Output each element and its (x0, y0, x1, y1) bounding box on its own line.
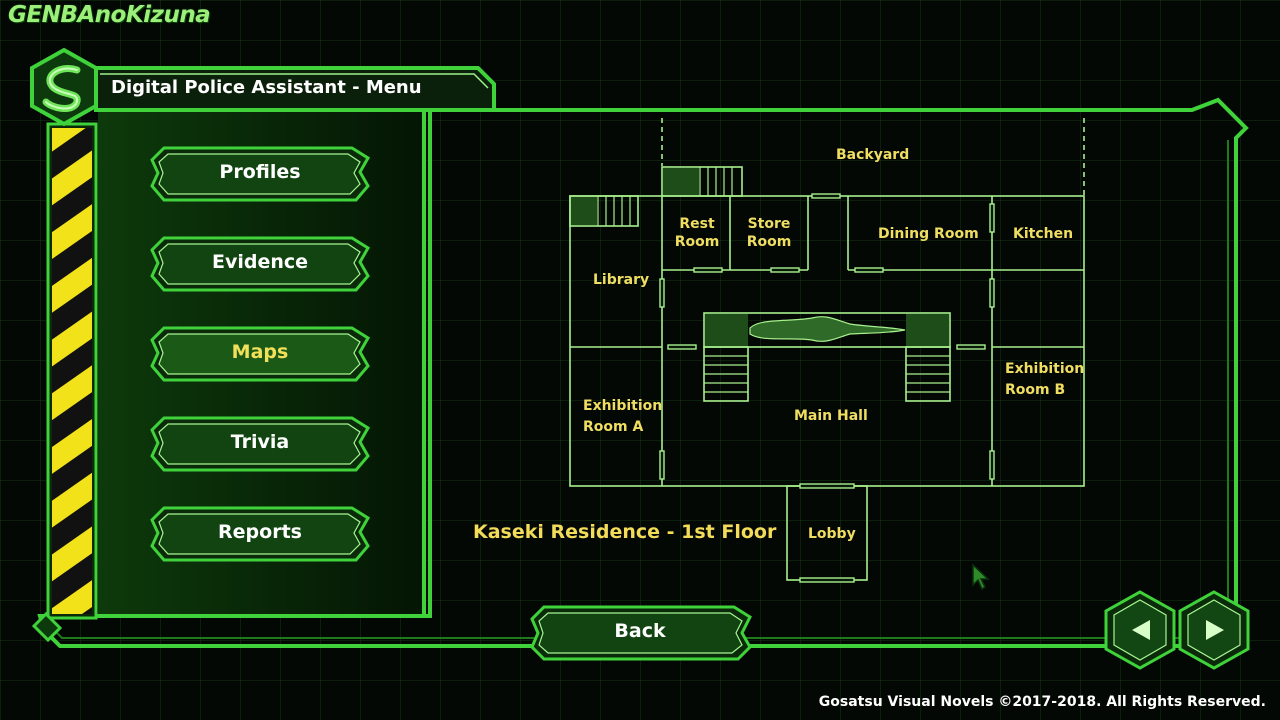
menu-item-label: Profiles (219, 161, 301, 183)
room-label-lobby: Lobby (808, 526, 856, 542)
room-label-main-hall: Main Hall (794, 408, 868, 424)
menu-item-label: Reports (218, 521, 302, 543)
hazard-stripe (52, 128, 92, 614)
game-logo: GENBAnoKizuna (8, 2, 211, 28)
maps-button[interactable]: Maps (150, 326, 371, 382)
room-label-library: Library (593, 272, 650, 288)
map-floor-caption: Kaseki Residence - 1st Floor (473, 521, 777, 543)
button-frame (150, 506, 371, 562)
room-label-line: Exhibition (1005, 361, 1085, 377)
back-button[interactable]: Back (530, 603, 752, 661)
next-page-button[interactable] (1178, 590, 1250, 670)
serpent-s-icon (30, 47, 98, 127)
room-label-line: Rest (679, 216, 715, 232)
menu-item-label: Trivia (230, 431, 290, 453)
evidence-button[interactable]: Evidence (150, 236, 371, 292)
room-label-exhibition-room-a: Exhibition Room A (583, 396, 662, 438)
header-title: Digital Police Assistant - Menu (111, 77, 422, 98)
room-label-backyard: Backyard (836, 147, 910, 163)
room-label-line: Room (746, 234, 792, 250)
button-frame (150, 326, 371, 382)
back-button-label: Back (614, 620, 666, 642)
fossil-skeleton-icon (749, 316, 906, 342)
room-label-line: Store (747, 216, 791, 232)
copyright-text: Gosatsu Visual Novels ©2017-2018. All Ri… (818, 694, 1266, 710)
room-label-line: Room (674, 234, 720, 250)
room-label-line: Exhibition (583, 398, 663, 414)
triangle-right-icon (1178, 590, 1250, 670)
room-label-exhibition-room-b: Exhibition Room B (1005, 359, 1084, 401)
room-label-dining-room: Dining Room (878, 226, 979, 242)
triangle-left-icon (1104, 590, 1176, 670)
trivia-button[interactable]: Trivia (150, 416, 371, 472)
reports-button[interactable]: Reports (150, 506, 371, 562)
menu-item-label: Maps (231, 341, 289, 363)
floor-plan-map (569, 118, 1085, 583)
room-label-kitchen: Kitchen (1013, 226, 1074, 242)
profiles-button[interactable]: Profiles (150, 146, 371, 202)
button-frame (150, 236, 371, 292)
mouse-cursor-icon (972, 563, 990, 591)
menu-item-label: Evidence (211, 251, 309, 273)
frame-outline (37, 97, 1249, 648)
room-label-store-room: Store Room (742, 215, 796, 251)
button-frame (150, 416, 371, 472)
room-label-line: Room A (583, 419, 644, 435)
room-label-rest-room: Rest Room (670, 215, 724, 251)
previous-page-button[interactable] (1104, 590, 1176, 670)
button-frame (530, 605, 752, 661)
room-label-line: Room B (1005, 382, 1066, 398)
button-frame (150, 146, 371, 202)
